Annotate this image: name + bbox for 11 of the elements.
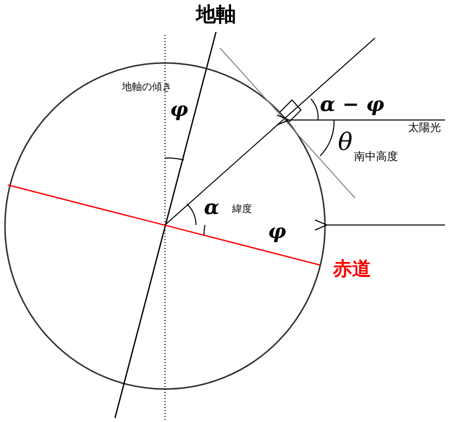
angle-symbol: θ [338,130,352,154]
altitude-label: 南中高度 [354,151,398,162]
angle-label: α − φ [320,94,384,114]
equator-label: 赤道 [333,260,371,279]
sunlight-label: 太陽光 [408,122,441,133]
angle-symbol: φ [268,221,286,241]
axis-label: 地軸 [196,4,236,24]
latitude-label: 緯度 [232,205,252,215]
angle-symbol: φ [170,99,188,119]
axis-tilt-label: 地軸の傾き [122,83,172,93]
angle-symbol: α [204,197,220,217]
